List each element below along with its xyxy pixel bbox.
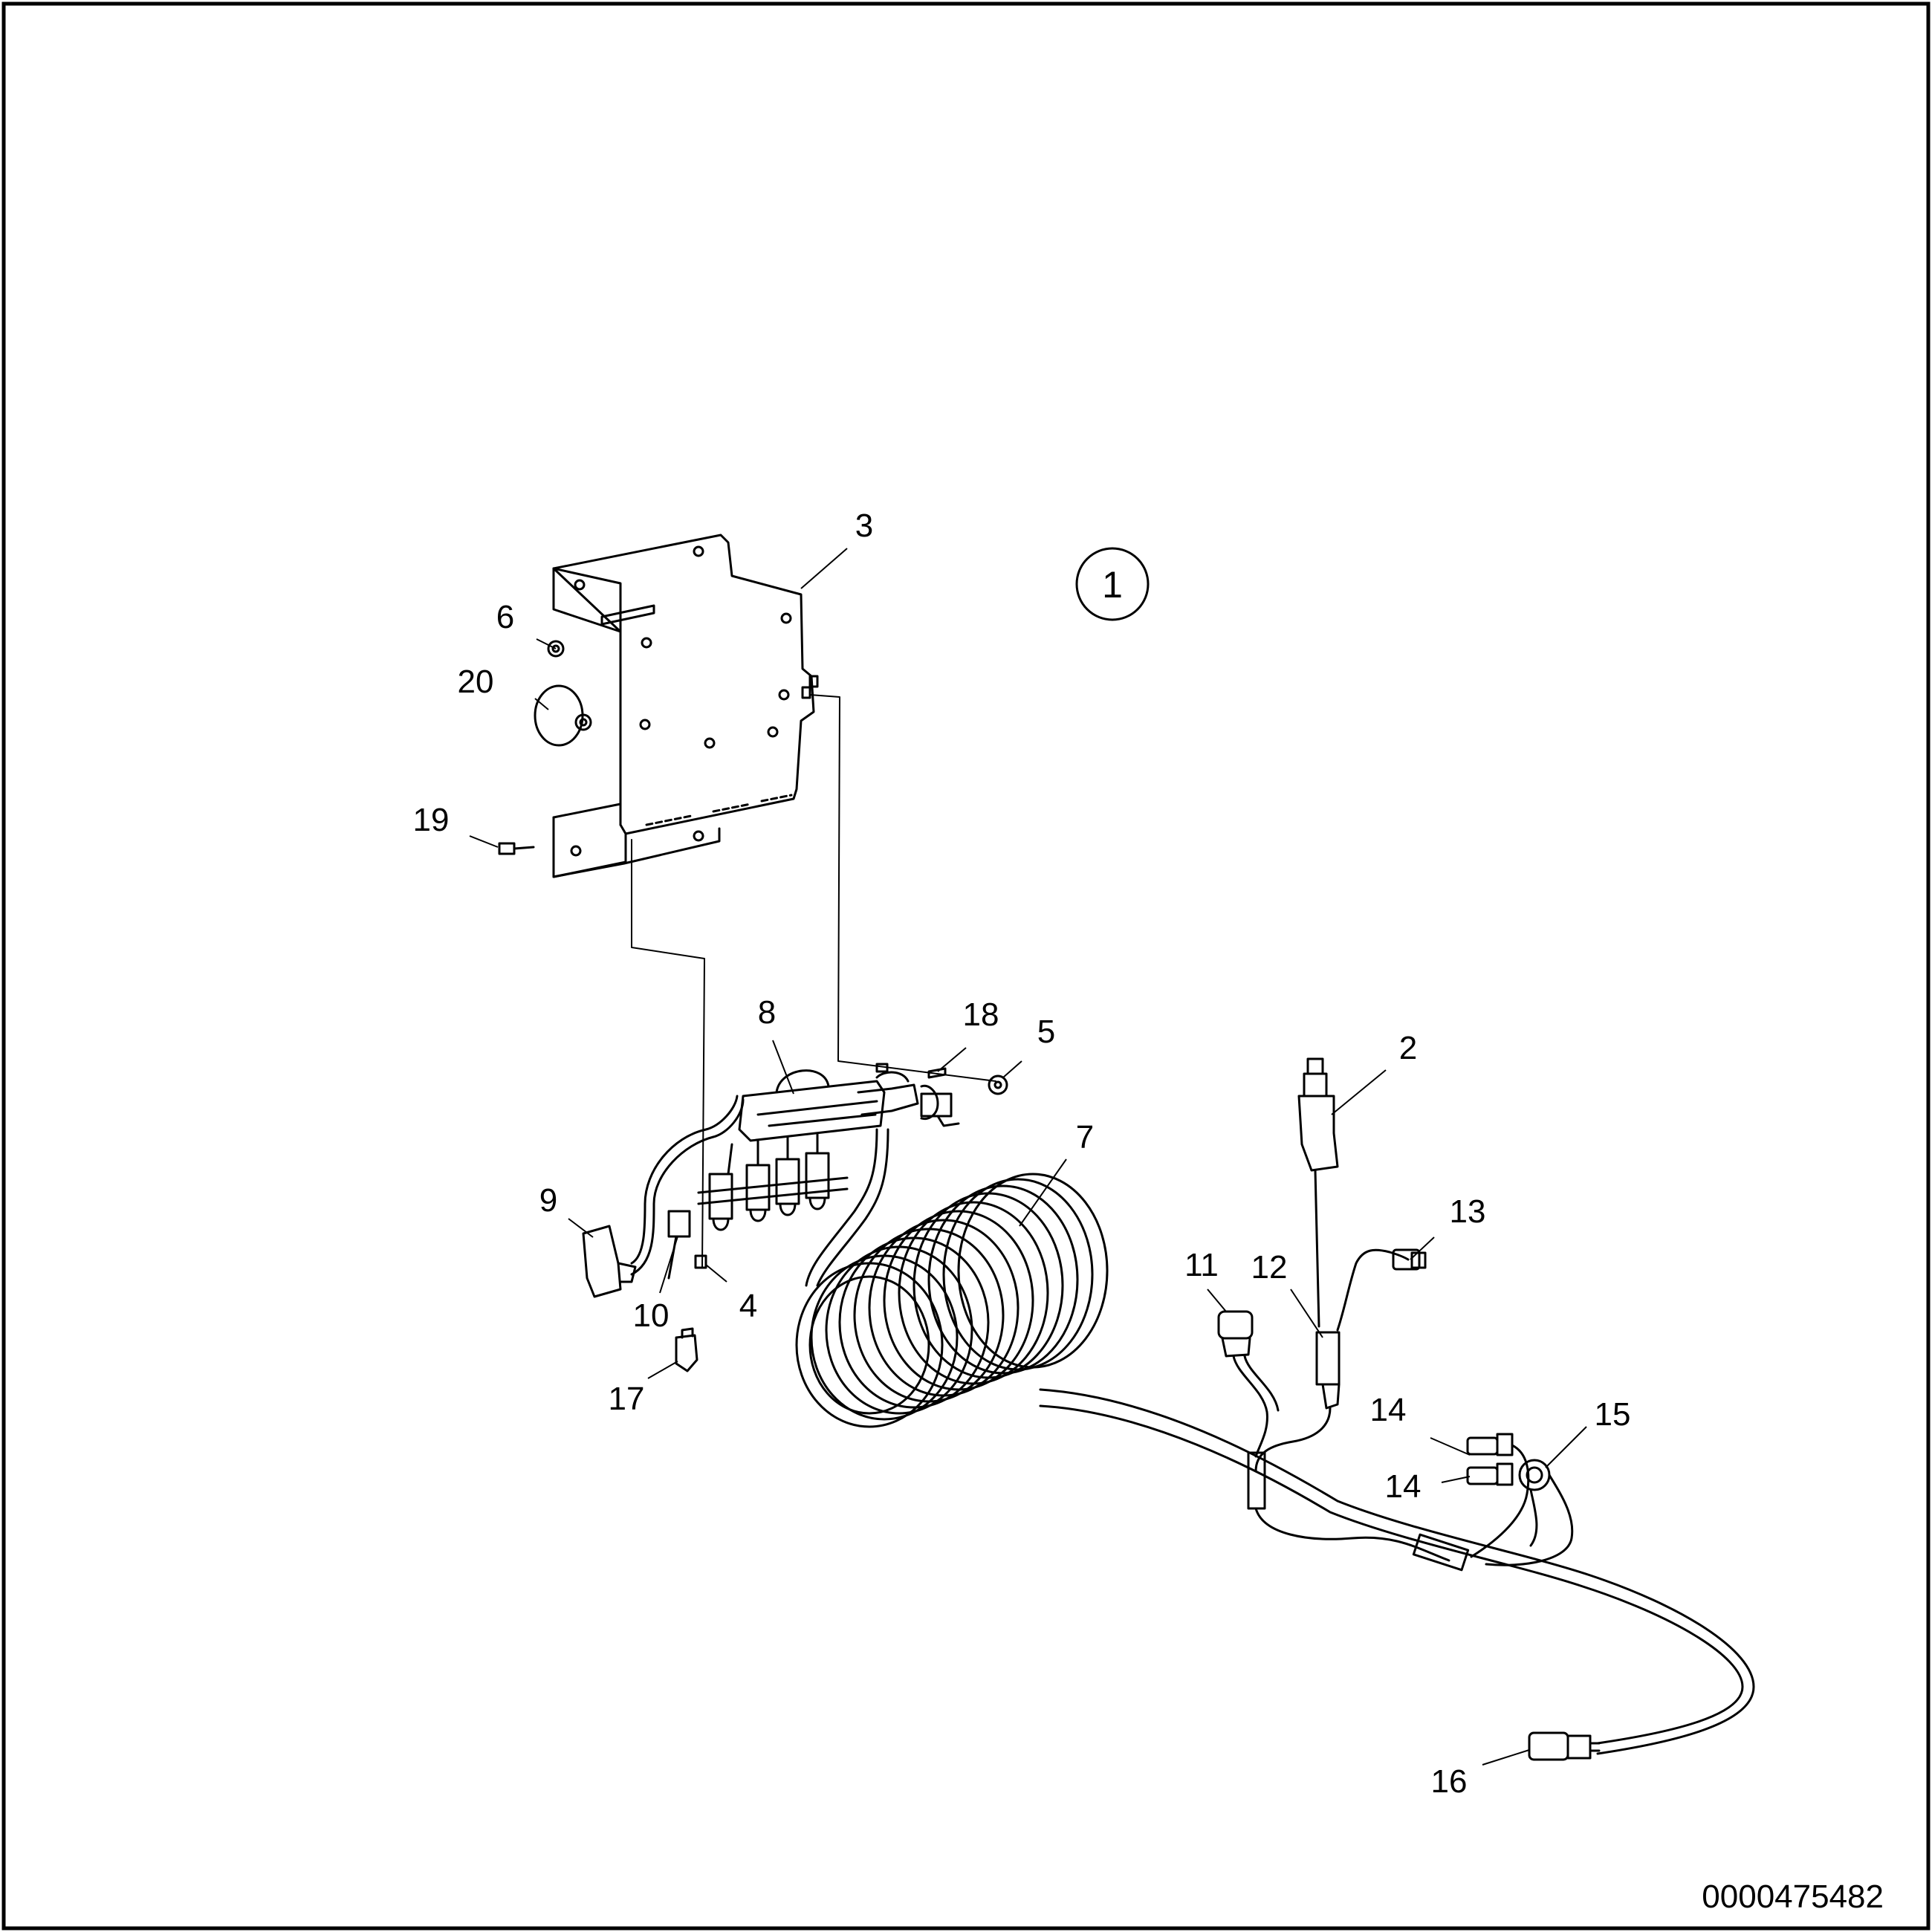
harness-13 (1338, 1250, 1408, 1330)
callout-15: 15 (1595, 1396, 1631, 1433)
callout-2: 2 (1399, 1030, 1417, 1066)
callout-3: 3 (855, 508, 873, 544)
harness-main (1256, 1508, 1449, 1560)
callout-16: 16 (1431, 1763, 1468, 1800)
connector-16 (1529, 1733, 1599, 1760)
callout-9: 9 (539, 1182, 557, 1219)
valve-assembly-8 (698, 1064, 959, 1230)
harness-9 (632, 1100, 743, 1274)
callout-10: 10 (633, 1297, 670, 1334)
callout-13: 13 (1450, 1193, 1486, 1230)
view-marker: 1 (1075, 547, 1150, 621)
grommet-20 (535, 686, 591, 745)
harness-14 (1471, 1445, 1529, 1557)
center-line-left (632, 840, 704, 1267)
screw-19 (499, 843, 534, 854)
mounting-bracket (554, 535, 817, 877)
nut-6 (548, 641, 563, 656)
callout-19: 19 (413, 802, 450, 838)
connector-11 (1219, 1312, 1252, 1356)
drawing-number: 0000475482 (1702, 1878, 1884, 1915)
callout-7: 7 (1076, 1119, 1094, 1155)
callout-14-upper: 14 (1370, 1392, 1407, 1428)
callout-8: 8 (758, 994, 776, 1031)
callout-12: 12 (1251, 1249, 1288, 1286)
harness-11-inner (1245, 1356, 1278, 1410)
harness-11 (1234, 1356, 1267, 1456)
callout-labels: 3 6 20 19 8 18 5 2 7 9 13 11 12 10 4 14 … (413, 508, 1631, 1800)
center-line-right (810, 695, 996, 1081)
callout-6: 6 (496, 599, 514, 635)
callout-17: 17 (609, 1381, 645, 1417)
callout-14-lower: 14 (1385, 1468, 1422, 1505)
connector-12 (1317, 1332, 1339, 1408)
harness-9-inner (632, 1096, 737, 1263)
callout-11: 11 (1184, 1247, 1219, 1283)
callout-20: 20 (458, 664, 494, 700)
connector-14-upper (1468, 1434, 1512, 1455)
coiled-hose-7 (797, 1129, 1754, 1754)
leader-lines (469, 548, 1587, 1766)
harness-12 (1256, 1408, 1330, 1471)
callout-4: 4 (739, 1288, 757, 1324)
nut-5 (989, 1076, 1007, 1094)
switch-2 (1299, 1059, 1338, 1326)
view-marker-label: 1 (1102, 564, 1123, 606)
callout-5: 5 (1037, 1014, 1055, 1050)
part-drawing (499, 535, 1754, 1760)
connector-15 (1486, 1460, 1572, 1565)
clamp-10 (669, 1211, 690, 1278)
connector-14-lower (1468, 1464, 1512, 1485)
sleeve-2 (1413, 1534, 1468, 1570)
screw-4 (696, 1256, 706, 1268)
clip-17 (676, 1329, 697, 1371)
callout-18: 18 (963, 996, 999, 1033)
